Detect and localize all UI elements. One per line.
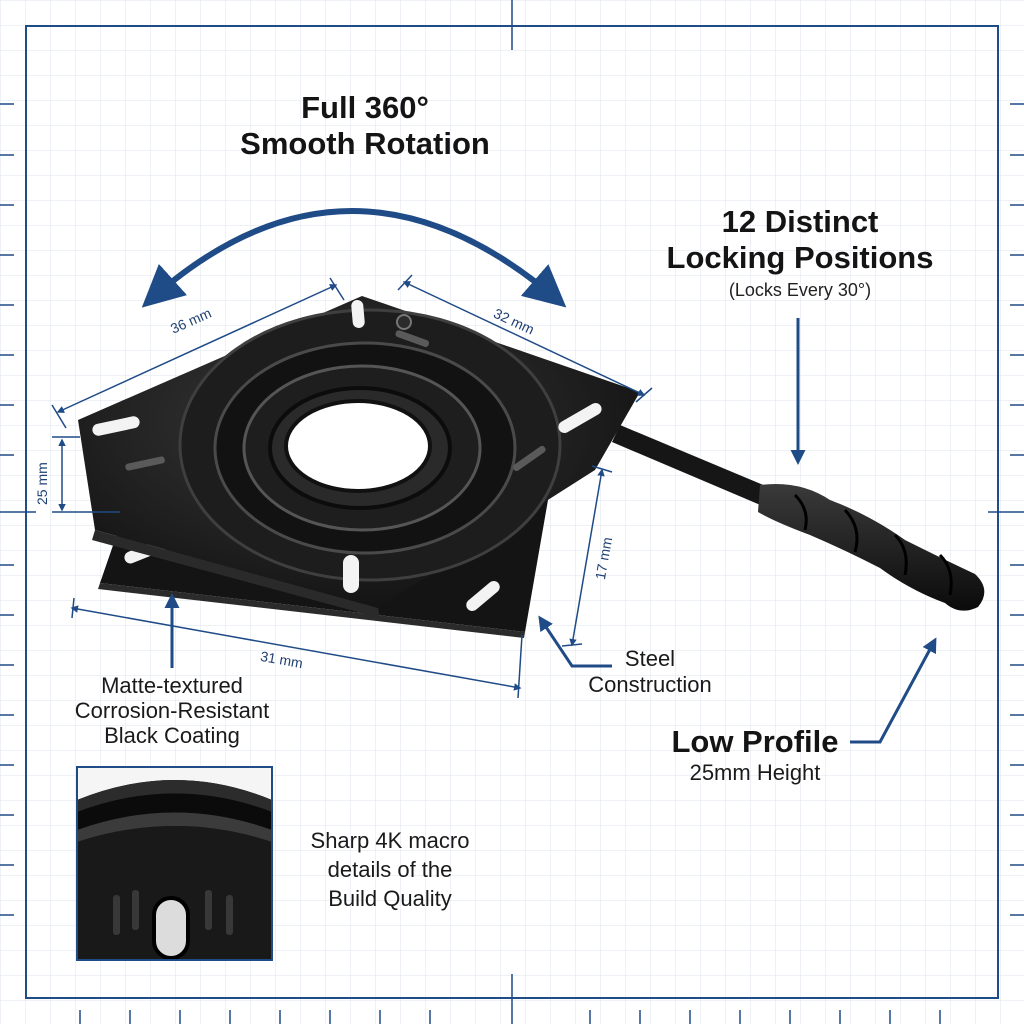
- macro-caption-line2: details of the: [327, 857, 453, 882]
- locking-handle: [612, 425, 985, 611]
- callout-arrows: [164, 318, 937, 744]
- coating-callout-line2: Corrosion-Resistant: [74, 698, 270, 723]
- coating-callout-line1: Matte-textured: [101, 673, 243, 698]
- locking-heading-line2: Locking Positions: [666, 240, 934, 275]
- locking-heading-line1: 12 Distinct: [721, 204, 879, 239]
- profile-arrow-icon: [850, 637, 937, 744]
- macro-caption-line3: Build Quality: [328, 886, 452, 911]
- steel-callout-line1: Steel: [624, 646, 676, 671]
- macro-caption-line1: Sharp 4K macro: [310, 828, 470, 853]
- dimension-label-left-height: 25 mm: [34, 462, 50, 505]
- steel-callout-line2: Construction: [588, 672, 712, 697]
- rotation-heading-line2: Smooth Rotation: [240, 126, 490, 161]
- locking-subtext: (Locks Every 30°): [728, 280, 872, 300]
- profile-heading: Low Profile: [671, 724, 839, 759]
- steel-arrow-icon: [538, 615, 612, 668]
- rotation-heading-line1: Full 360°: [301, 90, 429, 125]
- dimension-lines: [51, 274, 653, 699]
- profile-subtext: 25mm Height: [689, 760, 821, 785]
- coating-callout-line3: Black Coating: [104, 723, 240, 748]
- macro-detail-image: [76, 766, 273, 961]
- rotation-arrow-icon: [141, 208, 567, 308]
